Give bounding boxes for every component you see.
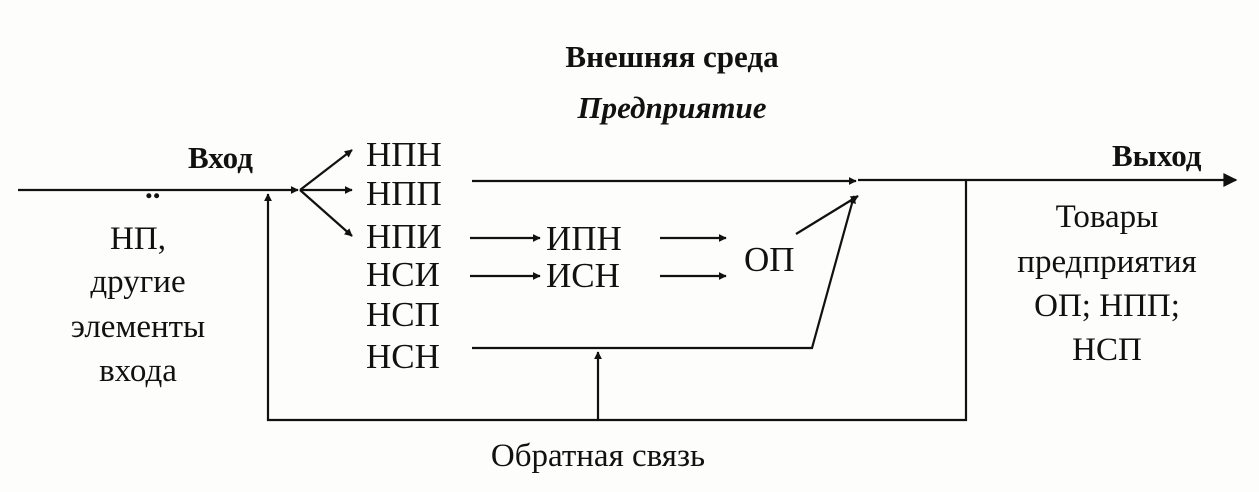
- arrow-nsn-junction: [472, 195, 856, 350]
- arrow-op-junction: [795, 195, 859, 235]
- feedback-loop-line: [264, 180, 968, 422]
- node-op: ОП: [744, 240, 795, 279]
- output-description-line-1: Товары: [1056, 199, 1159, 235]
- node-npn: НПН: [366, 135, 442, 174]
- environment-title: Внешняя среда: [565, 39, 779, 74]
- input-marker: ..: [145, 170, 161, 205]
- input-label: Вход: [188, 140, 253, 175]
- node-nsp: НСП: [366, 295, 440, 334]
- node-isn: ИСН: [546, 256, 620, 295]
- output-label: Выход: [1112, 138, 1202, 173]
- fan-arrow-npn: [299, 149, 353, 191]
- input-description-line-4: входа: [99, 353, 177, 389]
- input-description-line-1: НП,: [110, 221, 166, 257]
- node-nsn: НСН: [366, 337, 440, 376]
- node-nsi: НСИ: [366, 255, 440, 294]
- output-description-line-2: предприятия: [1017, 244, 1196, 280]
- input-description-line-3: элементы: [71, 309, 205, 345]
- output-description-line-4: НСП: [1072, 332, 1142, 368]
- output-description-line-3: ОП; НПП;: [1034, 288, 1180, 324]
- enterprise-subtitle: Предприятие: [576, 90, 766, 125]
- fan-arrow-npi: [299, 189, 353, 237]
- node-npi: НПИ: [366, 217, 442, 256]
- node-ipn: ИПН: [546, 219, 622, 258]
- input-description-line-2: другие: [90, 264, 185, 300]
- node-npp: НПП: [366, 174, 442, 213]
- feedback-label: Обратная связь: [491, 438, 705, 474]
